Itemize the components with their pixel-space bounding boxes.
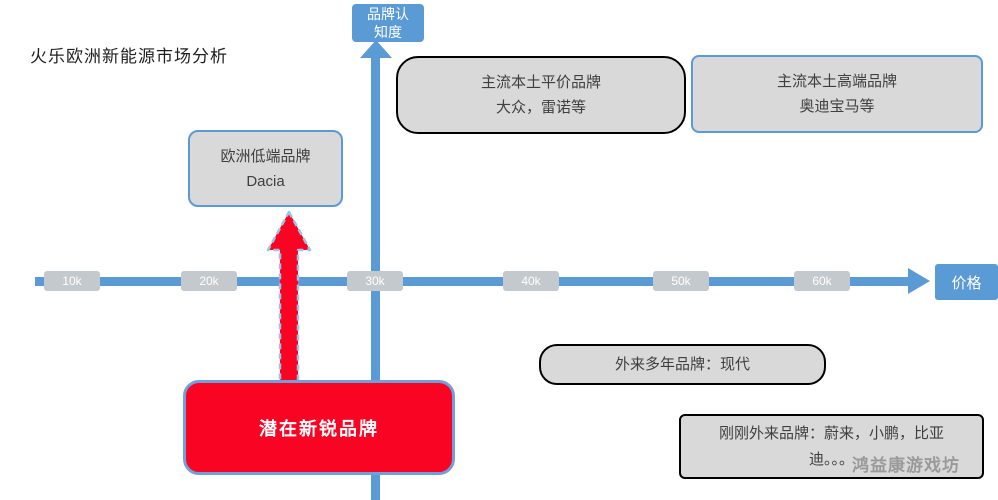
box-mainstream-affordable: 主流本土平价品牌 大众，雷诺等 xyxy=(396,56,686,134)
box-foreign-recent-label: 刚刚外来品牌：蔚来，小鹏，比亚迪。。。 xyxy=(718,424,944,468)
box-foreign-recent: 刚刚外来品牌：蔚来，小鹏，比亚迪。。。 xyxy=(679,414,984,479)
box-mainstream-premium-line2: 奥迪宝马等 xyxy=(799,98,875,115)
y-axis-arrowhead-icon xyxy=(360,40,392,58)
x-tick-50k: 50k xyxy=(653,271,709,291)
x-tick-40k: 40k xyxy=(503,271,559,291)
x-axis-line xyxy=(35,277,911,286)
watermark-text: 鸿益康游戏坊 xyxy=(852,456,960,475)
x-axis-arrowhead-icon xyxy=(908,268,930,294)
growth-arrow-icon xyxy=(266,210,312,384)
x-tick-60k: 60k xyxy=(794,271,850,291)
box-mainstream-premium-line1: 主流本土高端品牌 xyxy=(776,73,897,90)
x-axis-label: 价格 xyxy=(951,274,982,292)
box-potential-newcomer-label: 潜在新锐品牌 xyxy=(259,418,379,439)
x-tick-10k: 10k xyxy=(44,271,100,291)
box-mainstream-premium: 主流本土高端品牌 奥迪宝马等 xyxy=(691,55,983,133)
y-axis-label-box: 品牌认知度 xyxy=(352,4,424,42)
y-axis-label: 品牌认知度 xyxy=(367,6,409,40)
box-mainstream-affordable-line2: 大众，雷诺等 xyxy=(495,99,586,116)
box-europe-low-end-line1: 欧洲低端品牌 xyxy=(220,147,311,165)
box-mainstream-affordable-line1: 主流本土平价品牌 xyxy=(480,74,601,91)
x-tick-30k: 30k xyxy=(347,271,403,291)
x-axis-label-box: 价格 xyxy=(935,264,998,300)
box-potential-newcomer: 潜在新锐品牌 xyxy=(183,380,455,475)
box-europe-low-end: 欧洲低端品牌 Dacia xyxy=(188,130,343,207)
x-tick-20k: 20k xyxy=(181,271,237,291)
box-europe-low-end-line2: Dacia xyxy=(246,172,285,190)
box-foreign-longtime-label: 外来多年品牌：现代 xyxy=(614,356,750,373)
diagram-title: 火乐欧洲新能源市场分析 xyxy=(30,47,228,66)
box-foreign-longtime: 外来多年品牌：现代 xyxy=(539,344,826,385)
